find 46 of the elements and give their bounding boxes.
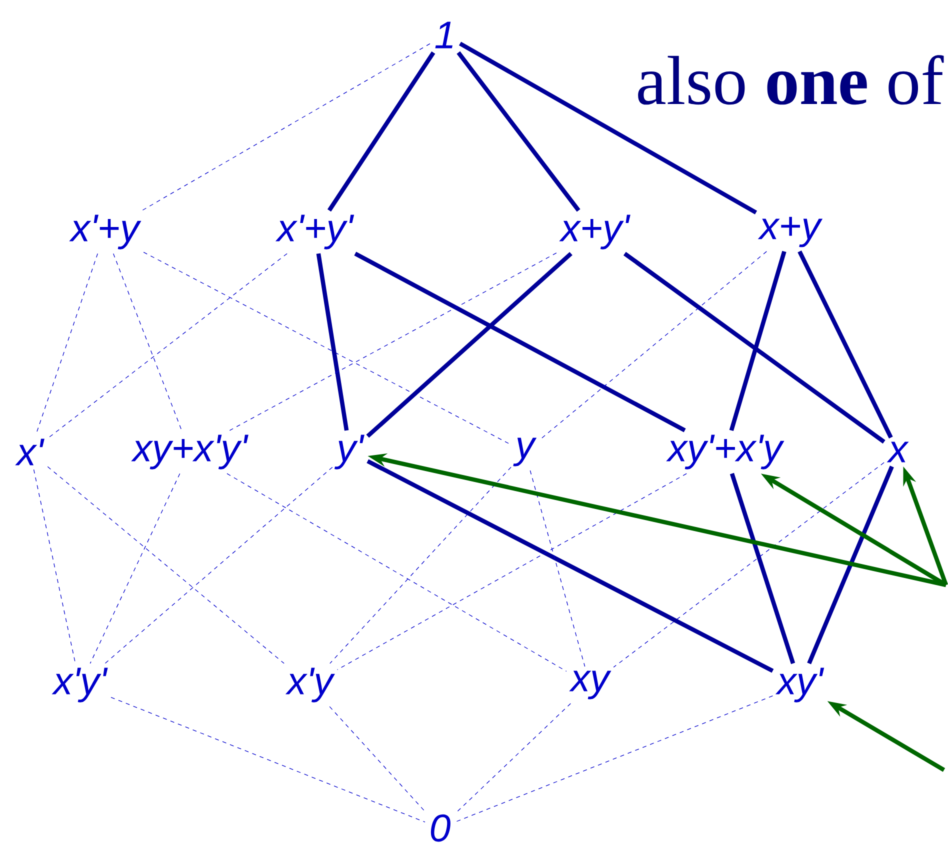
dashed-line	[530, 470, 586, 667]
lattice-element: 1	[435, 22, 452, 48]
dashed-line	[613, 462, 884, 668]
dashed-line	[330, 466, 512, 664]
dashed-line	[33, 469, 76, 664]
lattice-element: x'y'	[52, 668, 108, 702]
lattice-element: x	[886, 442, 909, 462]
lattice-line	[807, 466, 894, 664]
lattice-line	[798, 250, 893, 438]
dashed-line	[104, 466, 333, 664]
lattice-line	[623, 252, 886, 444]
dashed-line	[329, 706, 426, 812]
dashed-line	[142, 43, 430, 211]
lattice-element: x'+y'	[275, 214, 354, 250]
lattice-line	[327, 51, 436, 212]
lattice-element: 0	[430, 814, 450, 842]
dashed-line	[90, 473, 180, 664]
dashed-line	[336, 473, 687, 670]
lattice-line	[366, 459, 774, 673]
lattice-element: x+y	[758, 216, 823, 248]
dashed-line	[47, 466, 284, 664]
dashed-line	[226, 473, 567, 672]
dashed-line	[110, 696, 426, 822]
lattice-element: xy'	[775, 668, 824, 702]
dashed-line	[454, 696, 774, 822]
lattice-element: x'	[15, 438, 44, 466]
lattice-element: xy	[569, 670, 612, 700]
lattice-element: xy+x'y'	[131, 434, 248, 470]
dashed-line	[229, 252, 557, 431]
lattice-line	[729, 250, 786, 432]
lattice-line	[730, 472, 796, 664]
lattice-line	[354, 252, 686, 432]
lattice-line	[316, 253, 349, 431]
lattice-element: y	[513, 438, 537, 466]
dashed-line	[113, 253, 182, 431]
dashed-line	[143, 252, 512, 446]
dashed-line	[47, 253, 288, 439]
lattice-element: x+y'	[559, 214, 630, 250]
lattice-element: xy'+x'y	[666, 434, 784, 470]
lattice-element: x'y	[285, 668, 335, 702]
lattice-line	[458, 42, 758, 214]
lattice-element: y'	[334, 434, 364, 470]
heading-text: also one of	[638, 55, 944, 105]
lattice-line	[456, 51, 580, 212]
lattice-element: x'+y	[69, 214, 142, 250]
lattice-line	[366, 252, 572, 438]
